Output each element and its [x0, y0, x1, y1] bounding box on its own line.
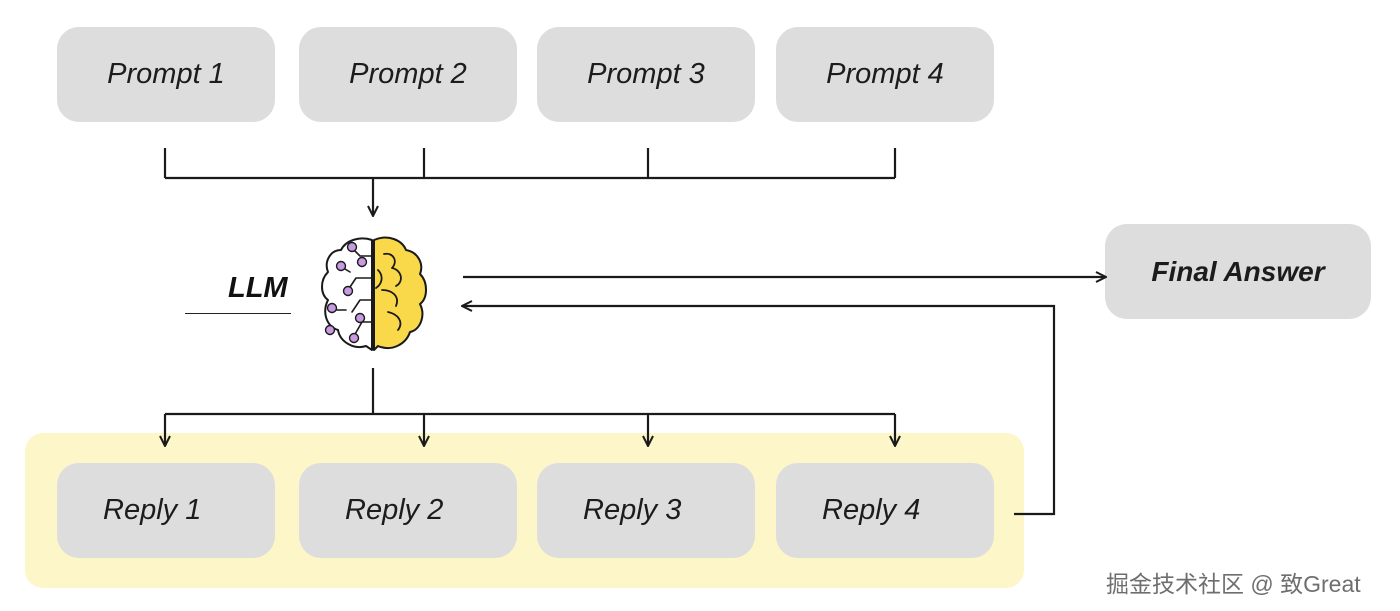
prompt-box-2: Prompt 2: [299, 27, 517, 122]
reply-label-3: Reply 3: [583, 494, 682, 526]
reply-box-1: Reply 1: [57, 463, 275, 558]
prompt-label-2: Prompt 2: [349, 58, 467, 90]
llm-underline: [185, 313, 291, 314]
final-answer-box: Final Answer: [1105, 224, 1371, 319]
reply-label-2: Reply 2: [345, 494, 444, 526]
reply-box-3: Reply 3: [537, 463, 755, 558]
reply-box-2: Reply 2: [299, 463, 517, 558]
brain-icon: [321, 236, 427, 351]
prompt-label-1: Prompt 1: [107, 58, 225, 90]
prompt-label-4: Prompt 4: [826, 58, 944, 90]
prompt-box-3: Prompt 3: [537, 27, 755, 122]
prompt-box-4: Prompt 4: [776, 27, 994, 122]
feedback-line: [462, 306, 1056, 516]
reply-label-1: Reply 1: [103, 494, 202, 526]
final-answer-label: Final Answer: [1151, 255, 1325, 287]
prompt-box-1: Prompt 1: [57, 27, 275, 122]
prompt-label-3: Prompt 3: [587, 58, 705, 90]
llm-label: LLM: [228, 272, 288, 304]
reply-label-4: Reply 4: [822, 494, 921, 526]
watermark: 掘金技术社区 @ 致Great: [1106, 571, 1361, 597]
reply-box-4: Reply 4: [776, 463, 994, 558]
